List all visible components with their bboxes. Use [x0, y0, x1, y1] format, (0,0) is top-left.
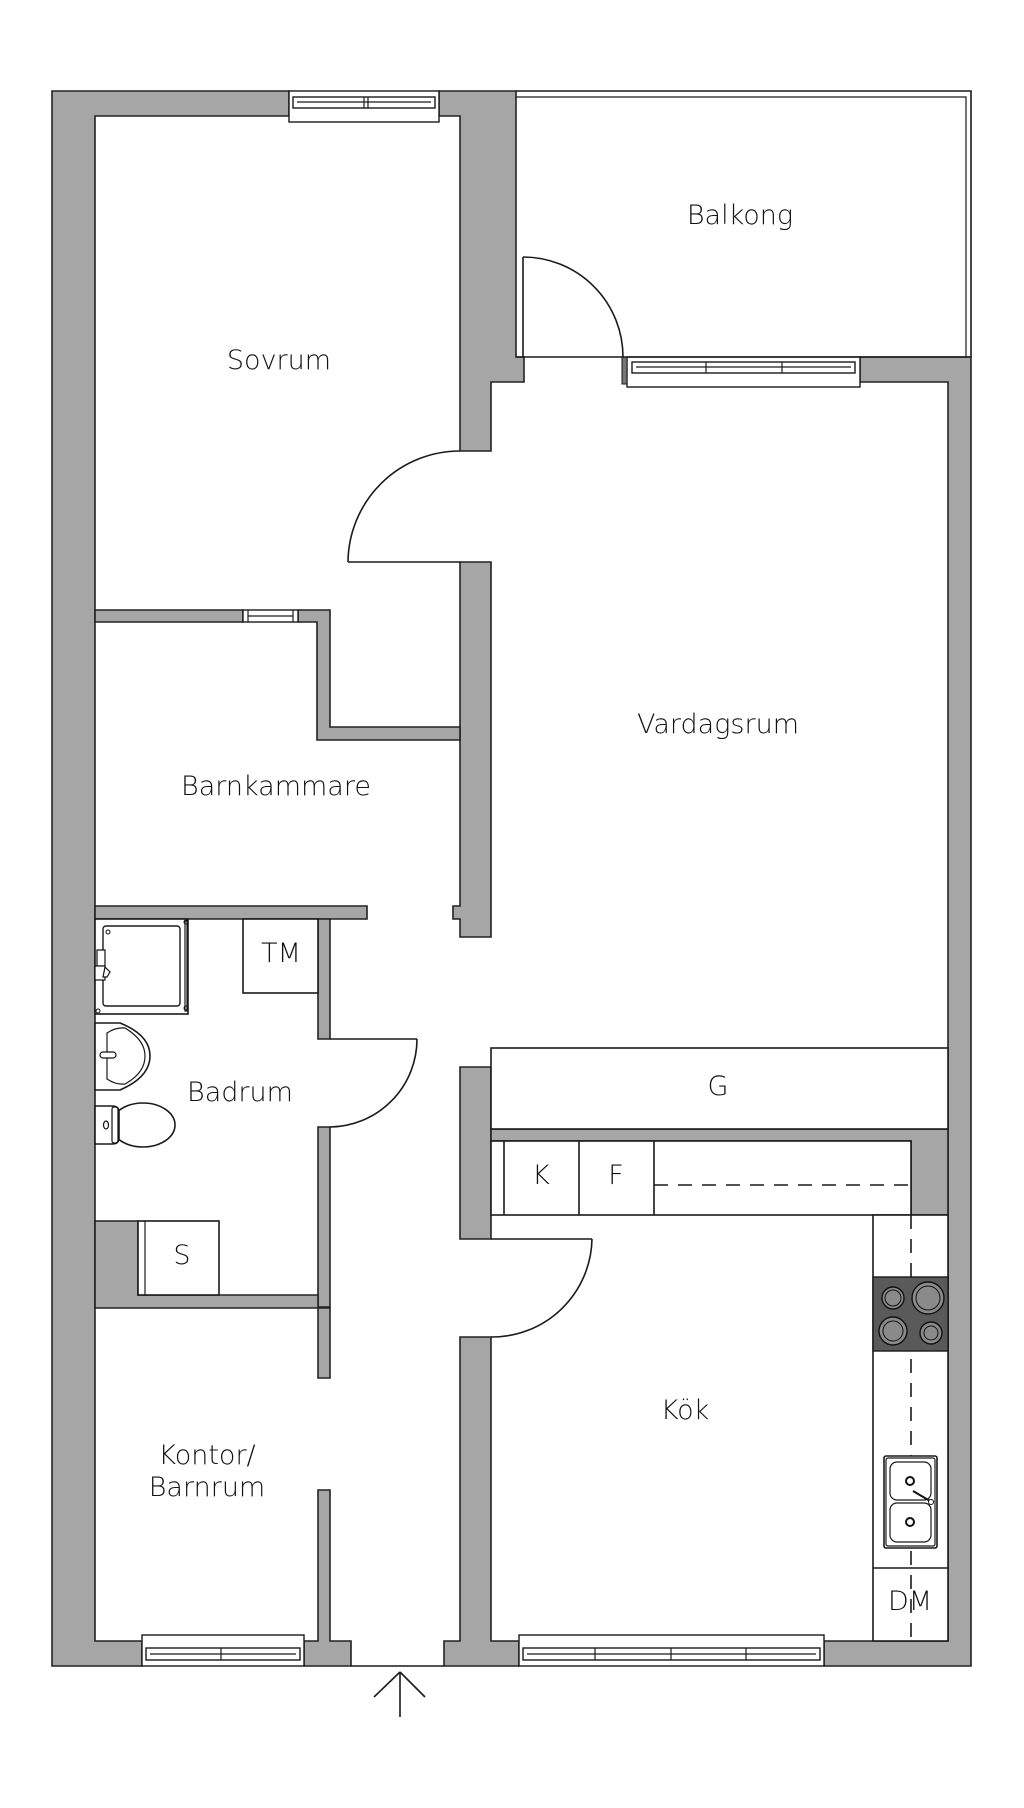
window-vardagsrum-balkong — [621, 356, 861, 388]
door-sovrum — [347, 450, 461, 563]
room-label-kontor-line1: Kontor/ — [158, 1440, 256, 1471]
window-sovrum — [288, 90, 440, 123]
fixture-label-tm: TM — [261, 938, 301, 969]
room-label-kontor-line2: Barnrum — [148, 1472, 266, 1504]
wall-kitchen-left-lower — [443, 1336, 520, 1667]
window-kontor — [141, 1634, 305, 1667]
room-label-badrum: Badrum — [187, 1077, 293, 1108]
fixture-s-box — [137, 1220, 220, 1296]
door-badrum — [329, 1038, 418, 1128]
fixture-tm-box — [242, 918, 319, 994]
fixture-label-f: F — [608, 1160, 624, 1191]
shower-icon — [94, 918, 189, 1015]
wall-barnkammare-bottom — [94, 905, 368, 920]
wall-sovrum-barnkammare — [94, 609, 244, 623]
washbasin-icon — [94, 1022, 151, 1091]
door-kok — [490, 1238, 593, 1338]
window-barnkammare — [242, 609, 299, 623]
kitchen-sink-icon — [883, 1455, 938, 1549]
door-balkong — [522, 256, 624, 358]
wall-kontor-right-upper — [317, 1307, 331, 1379]
wall-middle-lower — [452, 561, 492, 938]
window-kok — [518, 1634, 825, 1667]
wall-badrum-right-upper — [317, 918, 331, 1040]
wall-barnkammare-right — [297, 609, 461, 741]
fixture-g-box — [490, 1047, 949, 1130]
toilet-icon — [94, 1102, 176, 1148]
fixture-label-g: G — [707, 1071, 729, 1102]
room-label-barnkammare: Barnkammare — [181, 771, 371, 802]
entrance-arrow-icon — [373, 1671, 426, 1717]
room-label-balkong: Balkong — [686, 200, 794, 231]
wall-left-exterior — [51, 90, 290, 1667]
kitchen-counter-row — [490, 1140, 912, 1216]
fixture-label-s: S — [173, 1240, 191, 1271]
wall-badrum-right-lower — [317, 1126, 331, 1308]
room-label-vardagsrum: Vardagsrum — [636, 709, 800, 740]
wall-top-middle — [438, 90, 525, 452]
fixture-label-dm: DM — [887, 1586, 933, 1617]
stove-icon — [872, 1276, 949, 1352]
wall-kontor-right-lower — [303, 1489, 352, 1667]
balcony-outline — [516, 90, 972, 358]
room-label-kok: Kök — [660, 1395, 710, 1426]
room-label-sovrum: Sovrum — [226, 345, 332, 376]
fixture-label-k: K — [532, 1160, 550, 1191]
wall-kitchen-left-upper — [459, 1066, 492, 1240]
room-label-kontor: Kontor/ Barnrum — [149, 1440, 265, 1505]
